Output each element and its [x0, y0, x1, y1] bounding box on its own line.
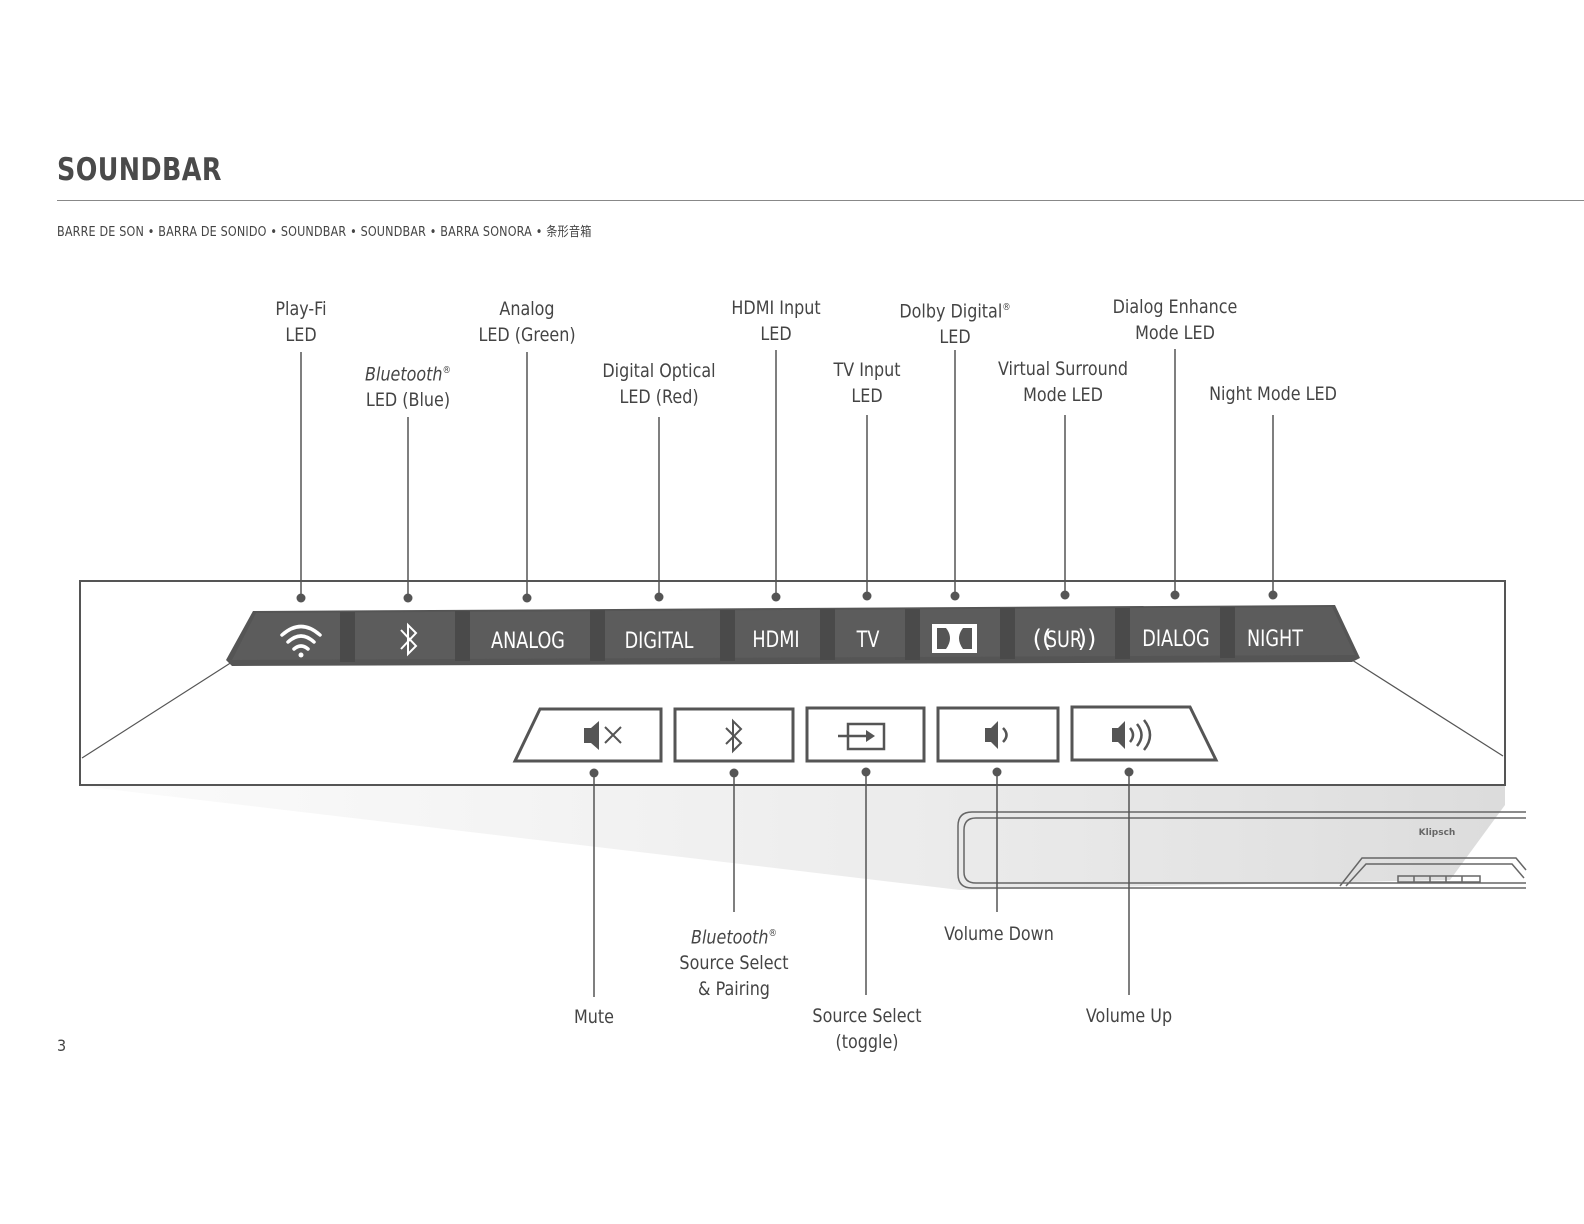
- led-segment-dividers: [340, 607, 1235, 662]
- brand-logo: Klipsch: [1419, 828, 1456, 838]
- callout-lines-top: [300, 349, 1274, 597]
- title-divider: [57, 200, 1584, 201]
- label-source-select: Source Select(toggle): [812, 1005, 922, 1053]
- bluetooth-source-button[interactable]: [673, 707, 795, 763]
- source-input-icon: [838, 722, 886, 751]
- svg-text:)): )): [1078, 625, 1097, 653]
- volume-up-icon: [1112, 719, 1152, 751]
- page-subtitle: BARRE DE SON • BARRA DE SONIDO • SOUNDBA…: [57, 225, 592, 240]
- wifi-icon: [280, 624, 322, 658]
- sur-indicator: (( SUR )): [1033, 625, 1097, 653]
- callout-lines-bottom: [593, 772, 1130, 997]
- soundbar-product: [957, 811, 1527, 889]
- led-label-analog: ANALOG: [491, 628, 565, 653]
- led-label-dialog: DIALOG: [1142, 626, 1209, 651]
- label-volume-down: Volume Down: [944, 923, 1054, 945]
- led-label-hdmi: HDMI: [752, 627, 799, 652]
- label-night-mode-led: Night Mode LED: [1209, 383, 1337, 405]
- svg-text:((: ((: [1033, 625, 1052, 653]
- page-number: 3: [57, 1036, 67, 1055]
- label-mute: Mute: [574, 1006, 614, 1028]
- volume-down-icon: [985, 721, 1008, 749]
- zoom-projection: [82, 786, 1505, 890]
- label-bluetooth-led: Bluetooth® LED (Blue): [365, 363, 451, 412]
- label-bluetooth-source-select: Bluetooth® Source Select & Pairing: [679, 926, 789, 1001]
- mute-icon: [584, 721, 622, 750]
- led-label-sur: SUR: [1046, 627, 1082, 652]
- bluetooth-icon: [725, 718, 743, 754]
- zoom-edge-left: [81, 661, 233, 759]
- label-dolby-led: Dolby Digital® LED: [899, 300, 1011, 349]
- led-label-tv: TV: [856, 627, 880, 652]
- page-title: SOUNDBAR: [57, 152, 222, 188]
- label-volume-up: Volume Up: [1085, 1005, 1173, 1027]
- mute-button[interactable]: [512, 707, 663, 763]
- led-label-digital: DIGITAL: [625, 628, 694, 653]
- volume-down-button[interactable]: [936, 706, 1060, 763]
- source-select-button[interactable]: [805, 706, 926, 763]
- bluetooth-icon: [400, 622, 418, 657]
- zoom-edge-right: [1351, 659, 1504, 757]
- callout-dots-top: [296, 590, 1278, 603]
- zoom-frame: [79, 580, 1506, 786]
- dolby-icon: [932, 624, 977, 653]
- led-label-night: NIGHT: [1247, 626, 1304, 651]
- volume-up-button[interactable]: [1070, 705, 1219, 762]
- callout-dots-bottom: [589, 767, 1134, 778]
